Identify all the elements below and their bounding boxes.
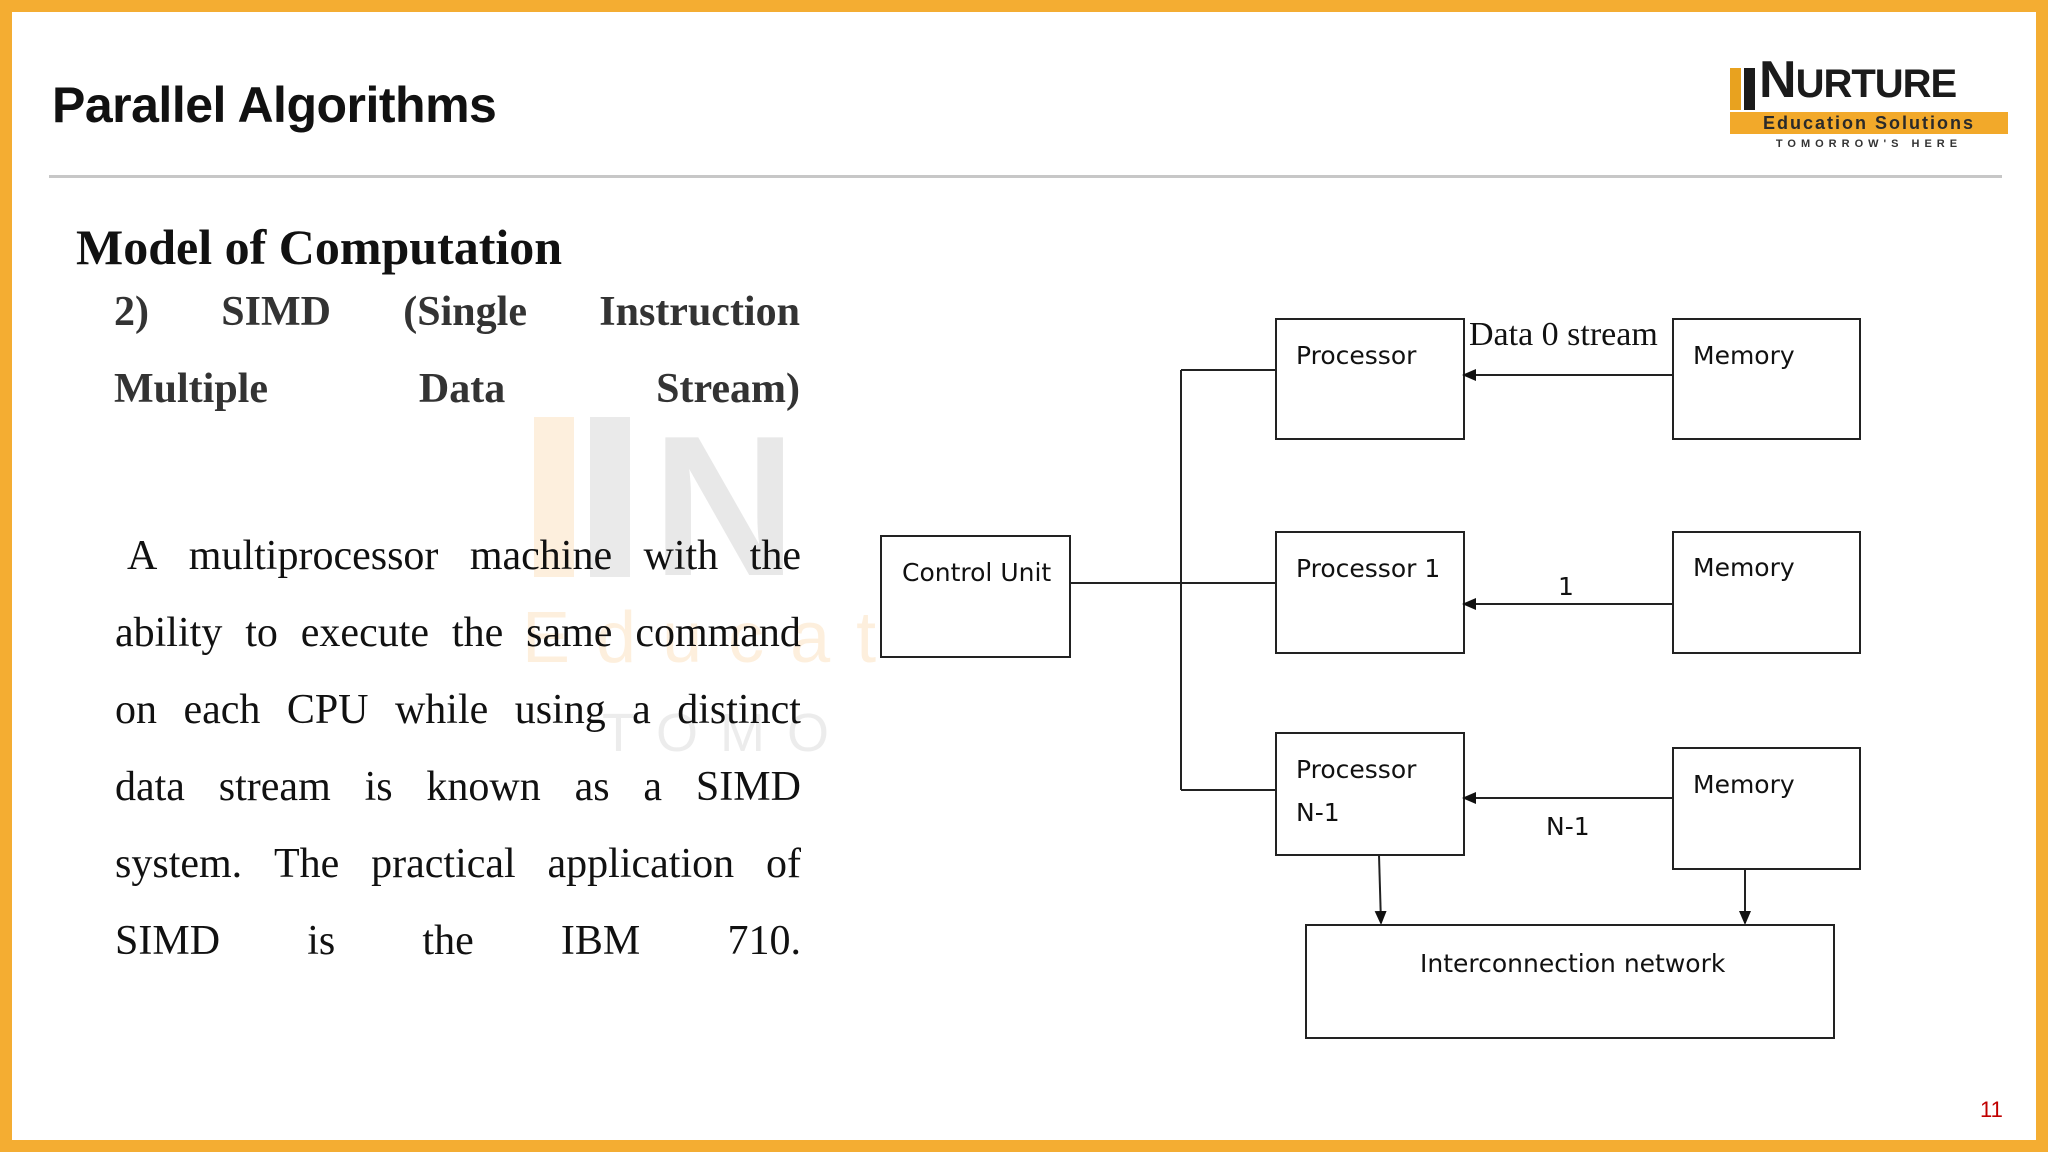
interconnection-network-label: Interconnection network [1420, 949, 1726, 978]
subheading-word: Instruction [599, 289, 800, 335]
memory-n1-label: Memory [1693, 770, 1795, 799]
memory-1-box [1672, 531, 1861, 654]
processor-0-box [1275, 318, 1465, 440]
logo-watermark: N Educati TOMO [522, 395, 882, 763]
subheading-word: Multiple [114, 366, 268, 412]
logo-ii-mark [1730, 68, 1755, 110]
body-paragraph: A multiprocessor machine with the abilit… [115, 518, 801, 980]
processor-n1-box [1275, 732, 1465, 856]
logo-band: Education Solutions [1730, 112, 2008, 134]
memory-0-box [1672, 318, 1861, 440]
data-stream-n1-label: N-1 [1546, 812, 1590, 841]
simd-diagram: Control Unit Processor Processor 1 Proce… [880, 316, 1861, 1039]
subheading-line-1: 2) SIMD (Single Instruction [114, 288, 800, 336]
memory-n1-box [1672, 747, 1861, 870]
logo-tagline: TOMORROW'S HERE [1775, 138, 1963, 150]
interconnection-network-box [1305, 924, 1835, 1039]
subheading-line-2: Multiple Data Stream) [114, 365, 800, 413]
page-number: 11 [1980, 1097, 2003, 1122]
inurture-logo: NURTURE Education Solutions TOMORROW'S H… [1730, 46, 2010, 156]
processor-0-label: Processor [1296, 341, 1417, 370]
body-line: ability to execute the same command [115, 610, 801, 656]
logo-brand-mark: NURTURE [1730, 46, 1957, 110]
memory-1-label: Memory [1693, 553, 1795, 582]
data-stream-1-label: 1 [1558, 572, 1574, 601]
subheading-word: SIMD [221, 289, 331, 335]
processor-to-network-arrow [1374, 854, 1387, 925]
header-title: Parallel Algorithms [52, 77, 497, 133]
body-line: A multiprocessor machine with the [127, 533, 801, 579]
memory-0-label: Memory [1693, 341, 1795, 370]
logo-wordmark: NURTURE [1759, 51, 1957, 109]
header-divider [49, 175, 2002, 178]
body-line: on each CPU while using a distinct [115, 687, 801, 733]
processor-n1-label-line2: N-1 [1296, 798, 1340, 827]
processor-1-label: Processor 1 [1296, 554, 1440, 583]
body-line: SIMD is the IBM 710. [115, 918, 801, 964]
subheading-word: 2) [114, 289, 149, 335]
subheading-word: (Single [403, 289, 527, 335]
control-unit-box [880, 535, 1071, 658]
processor-1-box [1275, 531, 1465, 654]
data-stream-0-label: Data 0 stream [1469, 316, 1658, 353]
body-line: system. The practical application of [115, 841, 801, 887]
body-line: data stream is known as a SIMD [115, 764, 801, 810]
subheading-word: Stream) [656, 366, 800, 412]
control-unit-label: Control Unit [902, 558, 1051, 587]
processor-n1-label: Processor [1296, 755, 1417, 784]
section-title: Model of Computation [76, 219, 563, 275]
subheading-word: Data [418, 366, 506, 412]
slide: Parallel Algorithms NURTURE Education So… [12, 12, 2036, 1140]
